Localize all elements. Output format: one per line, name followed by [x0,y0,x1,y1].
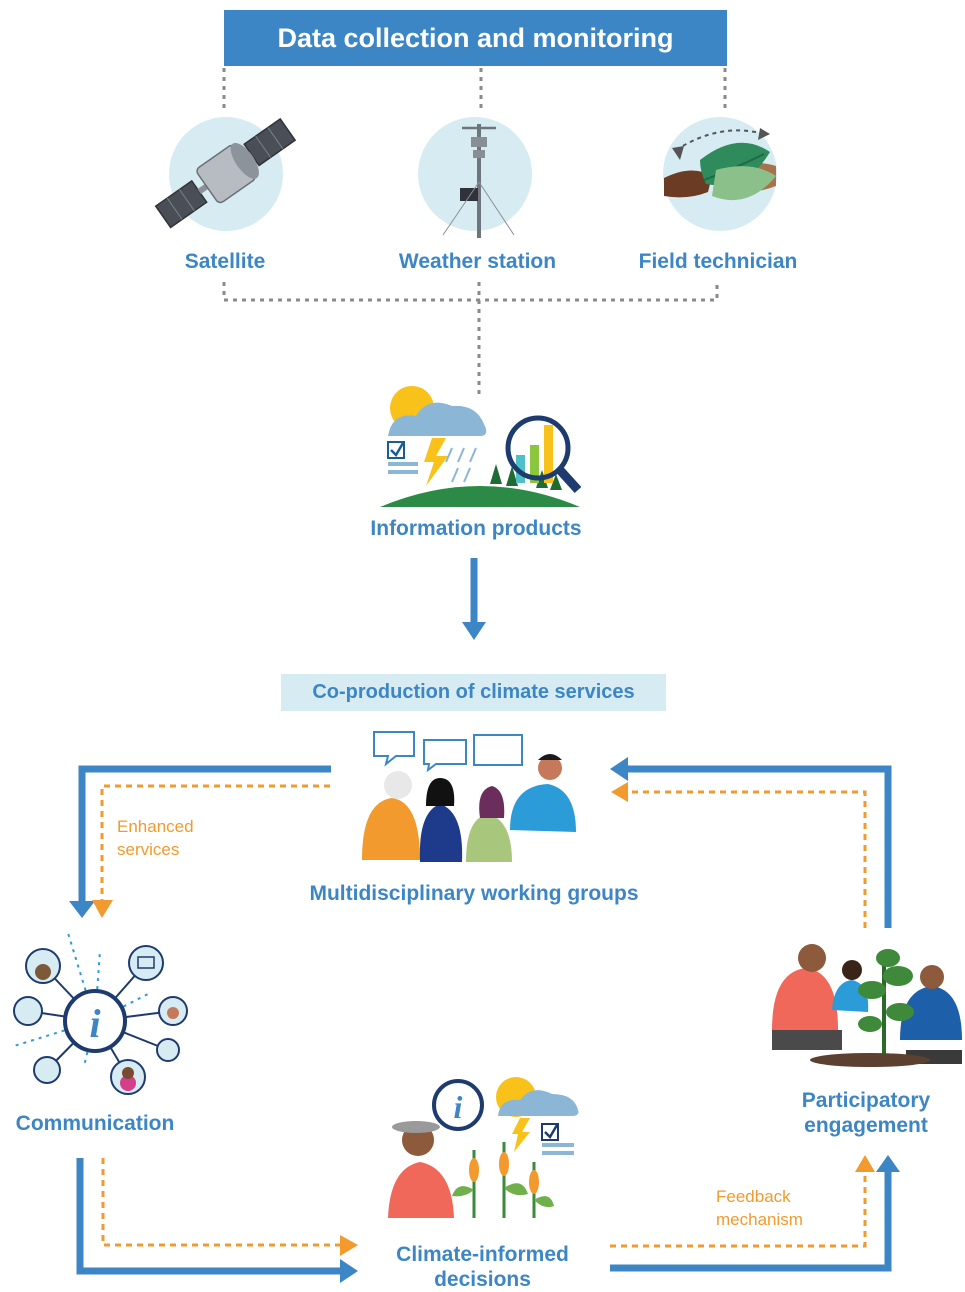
blue-cycle-arrows [76,765,892,1275]
field-technician-label: Field technician [638,250,798,273]
information-products-label: Information products [370,517,582,540]
participatory-line-2: engagement [804,1114,928,1137]
hands-leaf-icon [663,117,777,231]
feedback-mechanism-note: Feedback mechanism [716,1185,803,1231]
participatory-line-1: Participatory [801,1089,931,1112]
weather-chart-icon [380,386,582,507]
climate-informed-decisions-label: Climate-informed decisions [370,1242,595,1292]
dotted-connectors [222,68,727,398]
enhanced-services-note: Enhanced services [117,815,194,861]
svg-text:i: i [89,1001,100,1046]
weather-station-label: Weather station [398,250,557,273]
satellite-icon [154,117,297,231]
participatory-engagement-label: Participatory engagement [780,1088,952,1138]
feedback-line-2: mechanism [716,1210,803,1229]
farmer-crops-icon: i [388,1077,579,1218]
satellite-label: Satellite [184,250,266,273]
orange-cycle-arrows [100,784,867,1248]
svg-text:i: i [454,1089,463,1125]
decisions-line-1: Climate-informed [396,1243,569,1266]
down-arrow [462,558,486,640]
orange-arrowheads [92,782,875,1256]
people-discussion-icon [362,731,576,862]
working-groups-label: Multidisciplinary working groups [309,882,639,905]
communication-hub-icon: i [13,932,188,1095]
weather-station-icon [418,117,532,238]
enhanced-line-2: services [117,840,180,859]
enhanced-line-1: Enhanced [117,817,194,836]
farmers-field-icon [772,944,962,1067]
communication-label: Communication [15,1112,175,1135]
blue-arrowheads [69,757,900,1283]
data-collection-banner: Data collection and monitoring [224,10,727,66]
decisions-line-2: decisions [434,1268,531,1291]
feedback-line-1: Feedback [716,1187,791,1206]
coproduction-banner: Co-production of climate services [281,674,666,711]
